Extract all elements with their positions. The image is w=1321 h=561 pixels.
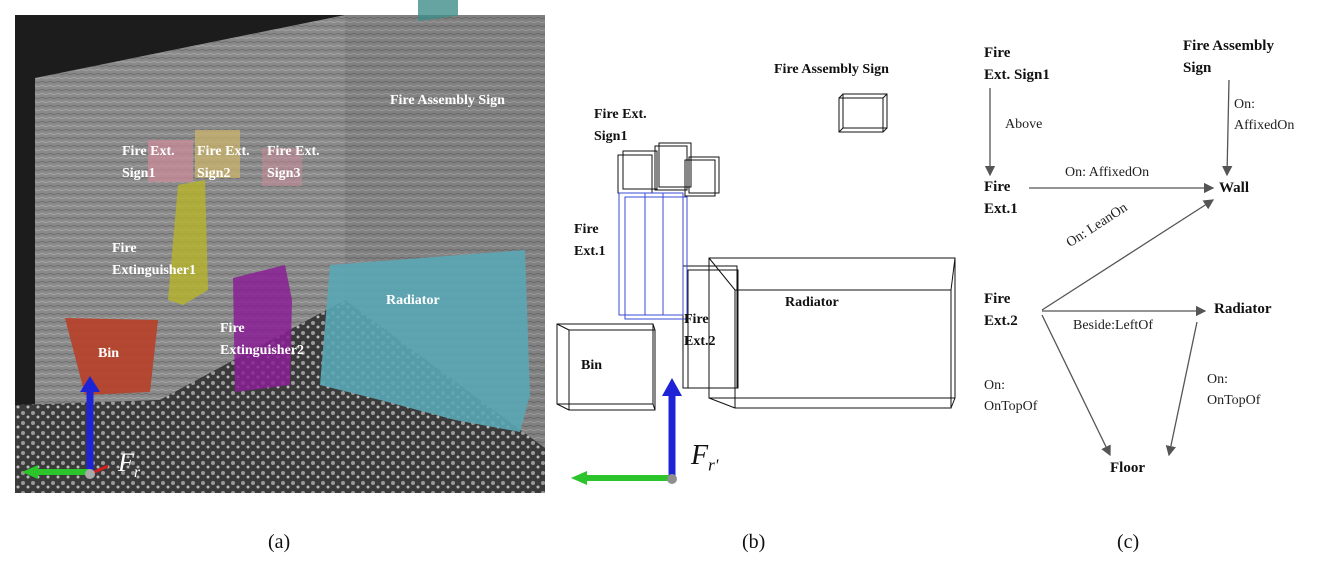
scene-render — [15, 0, 545, 493]
node-fire-ext1: Fire Ext.1 — [984, 179, 1018, 217]
label-bin: Bin — [98, 346, 120, 361]
label-fire-ext1: Fire Ext.1 — [574, 222, 606, 259]
label-radiator: Radiator — [785, 295, 839, 310]
caption-c: (c) — [1117, 531, 1140, 553]
panel-b: Fr' Fire Assembly Sign Fire Ext. Sign1 F… — [545, 0, 965, 561]
box-fire-ext-sign1 — [617, 150, 658, 194]
bin-region — [65, 318, 158, 395]
edge-label-affixed-sign: On: AffixedOn — [1234, 97, 1295, 133]
panel-c: Fire Ext. Sign1 Fire Assembly Sign Fire … — [965, 0, 1321, 561]
edge-label-affixed-ext1: On: AffixedOn — [1065, 165, 1150, 180]
edge-label-beside: Beside:LeftOf — [1073, 318, 1154, 333]
box-fire-ext2 — [682, 265, 739, 389]
box-fire-ext-sign2 — [654, 142, 692, 191]
node-fire-ext-sign1: Fire Ext. Sign1 — [984, 45, 1050, 83]
edge-on-top-ext2 — [1041, 314, 1111, 457]
node-wall: Wall — [1219, 180, 1250, 196]
fire-ext-sign1-region — [148, 140, 193, 182]
label-bin: Bin — [581, 358, 603, 373]
edge-lean-on — [1041, 199, 1215, 311]
box-fire-ext1 — [618, 192, 688, 320]
frame-label-a: Fr — [118, 448, 141, 482]
box-fire-ext-sign3 — [684, 156, 720, 197]
fire-extinguisher1-region — [168, 180, 208, 305]
label-fire-ext-sign1: Fire Ext. Sign1 — [594, 107, 647, 144]
label-fire-ext2: Fire Ext.2 — [684, 312, 716, 349]
label-radiator: Radiator — [386, 293, 440, 308]
node-floor: Floor — [1110, 460, 1145, 476]
label-fire-ext-sign2: Fire Ext. Sign2 — [197, 144, 250, 181]
caption-a: (a) — [268, 531, 291, 553]
fire-ext-sign3-region — [262, 148, 302, 186]
caption-b: (b) — [742, 531, 766, 553]
node-fire-ext2: Fire Ext.2 — [984, 291, 1018, 329]
label-fire-ext-sign3: Fire Ext. Sign3 — [267, 144, 320, 181]
box-radiator — [708, 257, 956, 409]
label-fire-assembly-sign: Fire Assembly Sign — [390, 93, 505, 108]
edge-label-above: Above — [1005, 117, 1043, 132]
edge-affixed-sign — [1221, 79, 1233, 177]
fire-extinguisher2-region — [233, 265, 292, 392]
label-fire-ext-sign1: Fire Ext. Sign1 — [122, 144, 175, 181]
box-bin — [556, 323, 656, 411]
box-fire-assembly-sign — [838, 93, 888, 133]
frame-label-b: Fr' — [691, 440, 719, 475]
node-radiator: Radiator — [1214, 301, 1272, 317]
label-fire-extinguisher2: Fire Extinguisher2 — [220, 321, 305, 358]
radiator-region — [320, 250, 530, 432]
edge-label-on-top-ext2: On: OnTopOf — [984, 378, 1038, 414]
fire-assembly-sign-region — [418, 0, 458, 22]
fire-ext-sign2-region — [195, 130, 240, 178]
edge-on-top-radiator — [1165, 321, 1198, 457]
node-fire-assembly-sign: Fire Assembly Sign — [1183, 38, 1274, 76]
relation-graph-edges — [984, 79, 1233, 457]
label-fire-extinguisher1: Fire Extinguisher1 — [112, 241, 197, 278]
bounding-box-render — [556, 93, 956, 485]
panel-a: Fr Fire Assembly Sign Fire Ext. Sign1 Fi… — [0, 0, 560, 561]
label-fire-assembly-sign: Fire Assembly Sign — [774, 62, 889, 77]
edge-label-on-top-radiator: On: OnTopOf — [1207, 372, 1261, 408]
